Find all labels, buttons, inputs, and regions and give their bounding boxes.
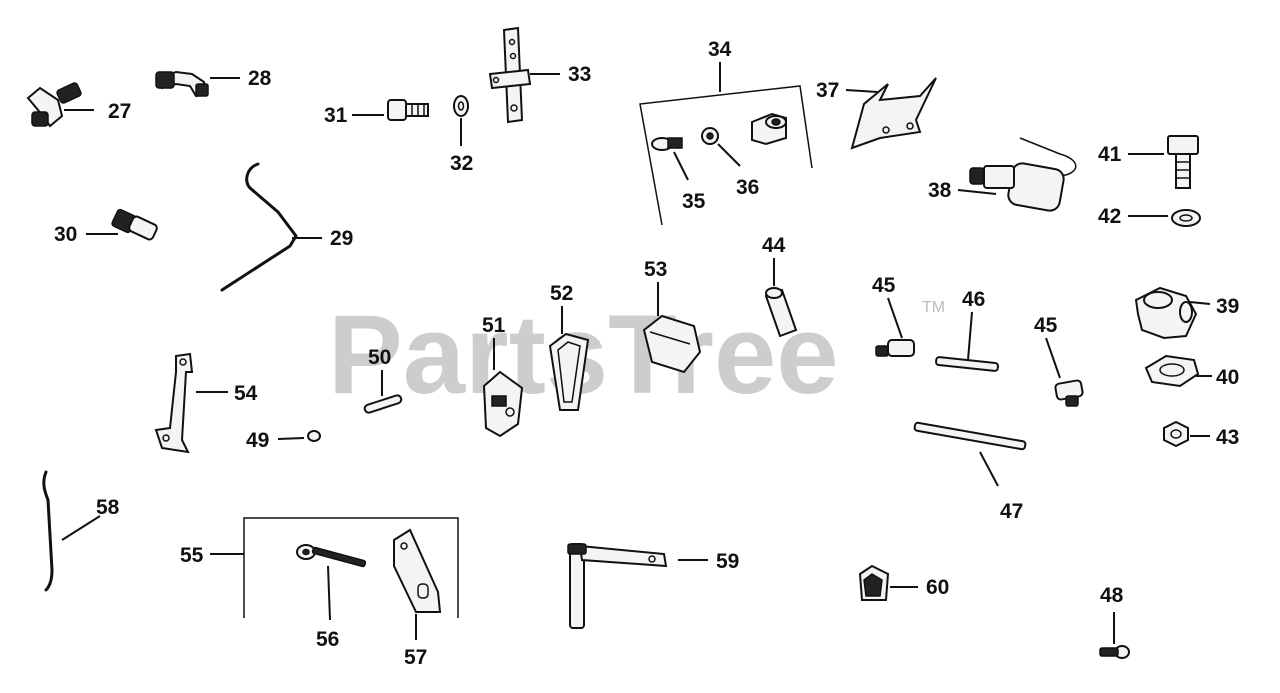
callout-57: 57	[404, 646, 427, 669]
watermark-tm: TM	[922, 299, 945, 316]
plate-57-icon[interactable]	[393, 528, 442, 613]
adapter-fitting-30-icon[interactable]	[111, 208, 158, 241]
callout-37: 37	[816, 79, 839, 102]
stud-long-47-icon[interactable]	[913, 421, 1027, 451]
callout-34: 34	[708, 38, 732, 61]
link-rod-58-icon[interactable]	[42, 470, 54, 592]
callout-27: 27	[108, 100, 131, 123]
pin-50-icon[interactable]	[363, 394, 403, 414]
callout-47: 47	[1000, 500, 1023, 523]
callout-38: 38	[928, 179, 952, 202]
swivel-45a-icon[interactable]	[875, 339, 915, 357]
callout-45b: 45	[1034, 314, 1058, 337]
bracket-37-icon[interactable]	[850, 77, 937, 150]
washer-flat-42-icon[interactable]	[1171, 209, 1201, 227]
clip-60-icon[interactable]	[858, 564, 890, 601]
panel-screw-35-icon[interactable]	[651, 137, 683, 151]
choke-bracket-51-icon[interactable]	[482, 370, 524, 438]
stud-short-46-icon[interactable]	[935, 356, 999, 372]
callout-48: 48	[1100, 584, 1124, 607]
eye-bolt-56-icon[interactable]	[296, 544, 367, 568]
lever-shaft-59-icon[interactable]	[567, 543, 668, 629]
callout-54: 54	[234, 382, 258, 405]
callout-50: 50	[368, 346, 391, 369]
small-nut-49-icon[interactable]	[307, 430, 321, 442]
control-lever-33-icon[interactable]	[488, 26, 532, 124]
callout-51: 51	[482, 314, 506, 337]
callout-42: 42	[1098, 205, 1121, 228]
callout-31: 31	[324, 104, 348, 127]
elbow-fitting-28-icon[interactable]	[155, 70, 209, 98]
cover-53-icon[interactable]	[642, 314, 702, 374]
cover-gasket-52-icon[interactable]	[548, 332, 590, 411]
panel-washer-36-icon[interactable]	[701, 127, 719, 145]
solenoid-38-icon[interactable]	[969, 137, 1077, 212]
callout-58: 58	[96, 496, 120, 519]
callout-32: 32	[450, 152, 473, 175]
callout-36: 36	[736, 176, 759, 199]
callout-59: 59	[716, 550, 739, 573]
elbow-fitting-27-icon[interactable]	[26, 82, 82, 128]
callout-28: 28	[248, 67, 272, 90]
callout-35: 35	[682, 190, 706, 213]
panel-kit-34-frame	[639, 85, 813, 226]
callout-60: 60	[926, 576, 949, 599]
callout-53: 53	[644, 258, 667, 281]
nut-43-icon[interactable]	[1163, 420, 1189, 448]
bushing-34-icon[interactable]	[751, 112, 787, 146]
callout-40: 40	[1216, 366, 1239, 389]
callout-44: 44	[762, 234, 786, 257]
callout-43: 43	[1216, 426, 1239, 449]
callout-41: 41	[1098, 143, 1122, 166]
sleeve-44-icon[interactable]	[764, 287, 798, 338]
callout-49: 49	[246, 429, 269, 452]
callout-33: 33	[568, 63, 591, 86]
callout-30: 30	[54, 223, 77, 246]
kit-55-frame	[243, 517, 459, 618]
washer-32-icon[interactable]	[453, 95, 469, 117]
gasket-40-icon[interactable]	[1144, 354, 1200, 388]
callout-52: 52	[550, 282, 573, 305]
callout-56: 56	[316, 628, 339, 651]
screw-31-icon[interactable]	[387, 99, 429, 121]
bolt-41-icon[interactable]	[1167, 135, 1199, 189]
callout-39: 39	[1216, 295, 1239, 318]
governor-spring-29-icon[interactable]	[220, 162, 298, 292]
swivel-45b-icon[interactable]	[1054, 379, 1084, 407]
elbow-housing-39-icon[interactable]	[1134, 286, 1198, 340]
callout-46: 46	[962, 288, 985, 311]
callout-55: 55	[180, 544, 204, 567]
callout-45a: 45	[872, 274, 896, 297]
link-bracket-54-icon[interactable]	[154, 352, 194, 454]
callout-29: 29	[330, 227, 353, 250]
cap-screw-48-icon[interactable]	[1099, 645, 1130, 659]
